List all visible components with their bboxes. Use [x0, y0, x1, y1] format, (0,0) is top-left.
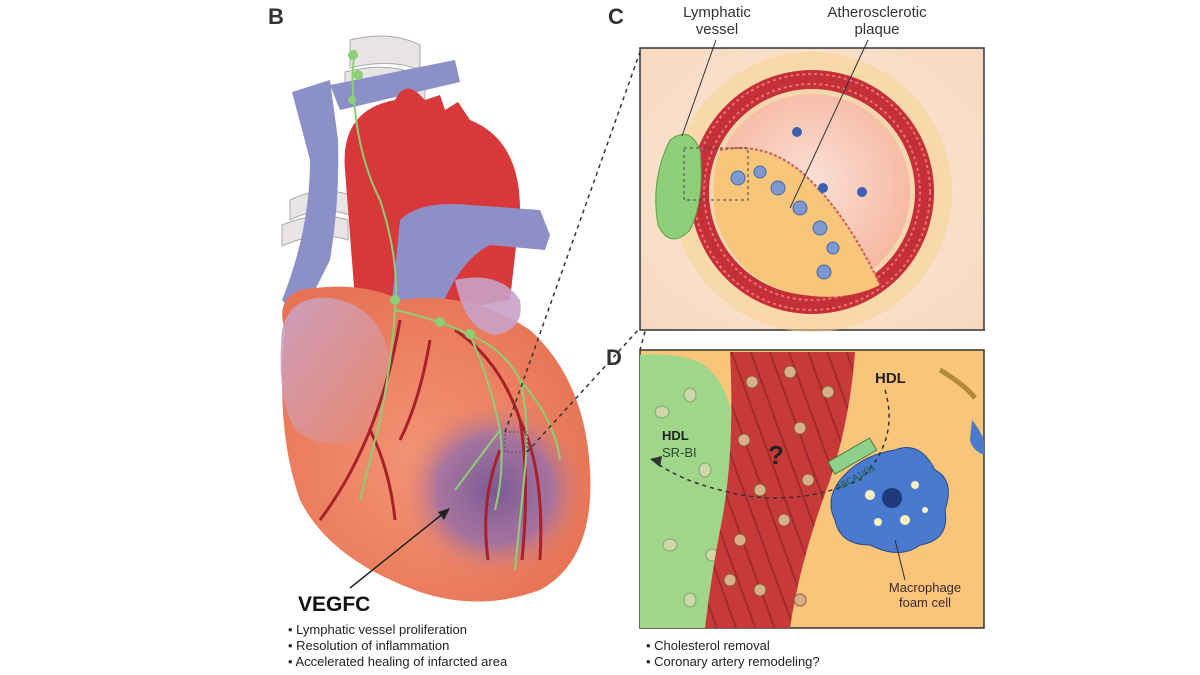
list-item: Cholesterol removal: [646, 638, 820, 654]
sr-bi-label: SR-BI: [662, 445, 697, 460]
list-item: Resolution of inflammation: [288, 638, 507, 654]
lymphatic-vessel-label: Lymphatic vessel: [672, 4, 762, 38]
panel-d-effects-list: Cholesterol removal Coronary artery remo…: [646, 638, 820, 670]
macrophage-label-line2: foam cell: [898, 595, 952, 610]
panel-c-illustration: [639, 39, 985, 332]
list-item: Accelerated healing of infarcted area: [288, 654, 507, 670]
infarcted-area: [400, 400, 590, 580]
plaque-cells: [730, 165, 840, 280]
lymphatic-vessel-label-line2: vessel: [695, 21, 739, 38]
aorta: [344, 88, 520, 320]
macrophage-label: Macrophage foam cell: [875, 580, 975, 610]
hdl-label-left: HDL: [662, 428, 689, 443]
atherosclerotic-plaque-label: Atherosclerotic plaque: [812, 4, 942, 38]
vegfc-title: VEGFC: [298, 593, 371, 616]
plaque-label-line2: plaque: [854, 21, 900, 38]
panel-d-illustration: [639, 349, 985, 629]
lumen-cells: [792, 127, 867, 197]
zoom-box-heart: [504, 431, 528, 453]
plaque-label-line1: Atherosclerotic: [827, 4, 927, 21]
cholesterol-transport-arrow: [654, 389, 890, 499]
hdl-label-top: HDL: [875, 370, 906, 387]
list-item: Coronary artery remodeling?: [646, 654, 819, 670]
pulmonary-artery: [390, 204, 550, 320]
plaque: [713, 148, 880, 297]
macrophage-label-line1: Macrophage: [888, 580, 962, 595]
panel-c-lymphatic-vessel: [655, 133, 702, 240]
vegfc-arrow: [349, 511, 446, 589]
vegfc-effects-list: Lymphatic vessel proliferation Resolutio…: [288, 622, 507, 670]
panel-label-d: D: [606, 345, 622, 370]
coronary-arteries: [318, 319, 543, 561]
question-mark: ?: [768, 440, 784, 470]
vena-cava: [282, 80, 339, 320]
panel-label-b: B: [268, 4, 284, 29]
lymphatic-vessel-label-line1: Lymphatic: [683, 4, 751, 21]
panel-label-c: C: [608, 4, 624, 29]
right-atrium: [280, 297, 391, 444]
smooth-muscle-layer: [705, 352, 855, 628]
list-item: Lymphatic vessel proliferation: [288, 622, 507, 638]
heart-illustration: [280, 35, 591, 602]
